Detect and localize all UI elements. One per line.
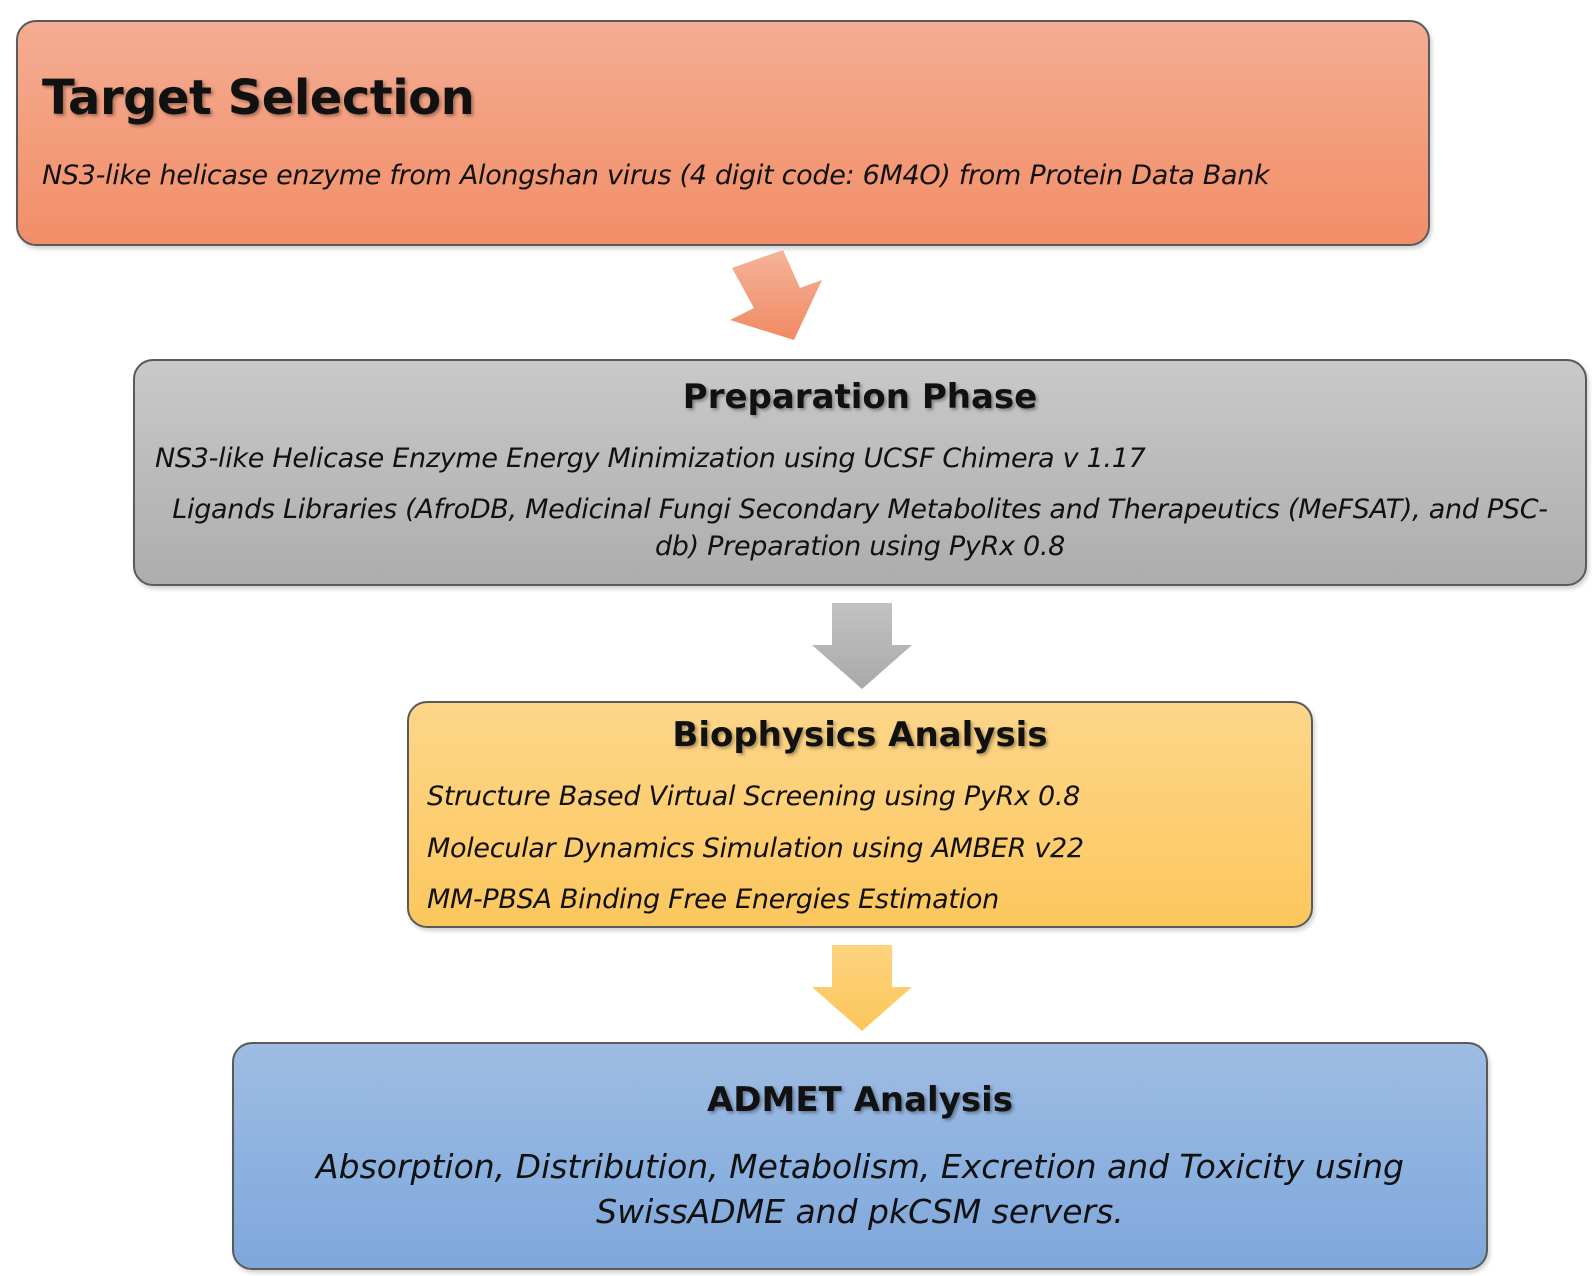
biophysics-line-screening: Structure Based Virtual Screening using … [427, 781, 1081, 812]
target-selection-box: Target Selection NS3-like helicase enzym… [16, 20, 1430, 246]
arrow-down-right-icon [730, 250, 822, 340]
target-selection-title: Target Selection [42, 70, 475, 126]
admet-line: Absorption, Distribution, Metabolism, Ex… [316, 1147, 1404, 1231]
arrow-down-icon [812, 603, 912, 689]
biophysics-line-dynamics: Molecular Dynamics Simulation using AMBE… [427, 833, 1084, 864]
biophysics-analysis-box: Biophysics Analysis Structure Based Virt… [407, 701, 1313, 928]
preparation-line-ligands: Ligands Libraries (AfroDB, Medicinal Fun… [172, 494, 1548, 562]
admet-analysis-title: ADMET Analysis [706, 1080, 1014, 1120]
preparation-phase-title: Preparation Phase [682, 377, 1038, 417]
arrow-down-icon [812, 945, 912, 1031]
biophysics-analysis-title: Biophysics Analysis [672, 715, 1048, 755]
admet-analysis-box: ADMET Analysis Absorption, Distribution,… [232, 1042, 1488, 1270]
biophysics-line-mmpbsa: MM-PBSA Binding Free Energies Estimation [427, 884, 999, 915]
preparation-line-minimization: NS3-like Helicase Enzyme Energy Minimiza… [155, 443, 1146, 474]
preparation-phase-box: Preparation Phase NS3-like Helicase Enzy… [133, 359, 1587, 586]
target-selection-line: NS3-like helicase enzyme from Alongshan … [42, 160, 1270, 191]
